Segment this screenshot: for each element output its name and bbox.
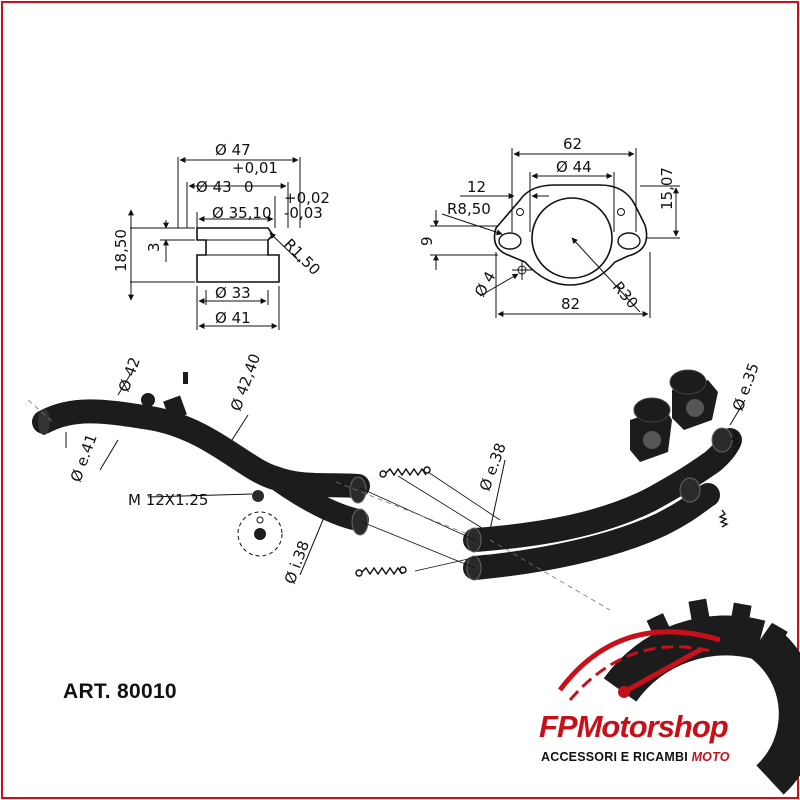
- header-collar-left: [633, 397, 671, 423]
- logo-tagline-accent: MOTO: [691, 750, 730, 764]
- link-pipe-left: [32, 399, 370, 498]
- dim-pipe-e41: Ø e.41: [67, 432, 101, 485]
- dim-dia-4: Ø 4: [471, 268, 500, 300]
- spring-right-lower: [718, 509, 729, 528]
- flange-bolt-hole-right: [617, 232, 641, 250]
- flange-plate-outline: [493, 184, 648, 286]
- dim-tol-plus: +0,01: [232, 159, 278, 177]
- dim-15-07: 15,07: [658, 167, 676, 210]
- dim-pipe-i38: Ø i.38: [281, 538, 313, 586]
- dim-height-3: 3: [145, 242, 163, 252]
- dim-r1-50: R1,50: [280, 235, 324, 279]
- logo-brand: FPMotorshop: [539, 709, 729, 744]
- dim-width-62: 62: [563, 135, 582, 153]
- dim-pipe-dia-42: Ø 42: [115, 355, 144, 395]
- flange-bolt-hole-left: [498, 232, 522, 250]
- dim-tol-plus-2: +0,02: [284, 189, 330, 207]
- dim-12: 12: [467, 178, 486, 196]
- dim-pipe-dia-42-40: Ø 42,40: [227, 351, 264, 413]
- dim-thread-m12: M 12X1.25: [128, 491, 208, 509]
- article-number: ART. 80010: [63, 680, 177, 703]
- header-flange-left: [630, 408, 672, 462]
- dim-9: 9: [418, 236, 436, 246]
- dim-tol-minus: -0,03: [284, 204, 323, 222]
- dim-tol-zero: 0: [244, 178, 254, 196]
- logo-speedometer-icon: [558, 629, 721, 701]
- exhaust-assembly: [27, 369, 746, 611]
- spring-top: [379, 466, 431, 478]
- flange-plate-drawing: [430, 148, 680, 318]
- nut-icon: [254, 528, 266, 540]
- dim-r8-50: R8,50: [447, 200, 491, 218]
- dim-width-82: 82: [561, 295, 580, 313]
- logo-tagline: ACCESSORI E RICAMBI MOTO: [541, 750, 730, 764]
- detail-circle: [237, 511, 283, 557]
- header-pipe-lower: [463, 483, 720, 580]
- dim-pipe-e35: Ø e.35: [729, 361, 763, 414]
- dim-pipe-e38: Ø e.38: [476, 441, 510, 494]
- sensor-bolt: [183, 372, 188, 384]
- dim-dia-47: Ø 47: [215, 141, 251, 159]
- header-collar-right: [669, 369, 707, 395]
- dim-dia-44: Ø 44: [556, 158, 592, 176]
- sensor-boss: [163, 395, 187, 421]
- sensor-plug: [141, 393, 155, 407]
- dim-dia-43: Ø 43: [196, 178, 232, 196]
- dim-dia-41: Ø 41: [215, 309, 251, 327]
- dim-dia-33: Ø 33: [215, 284, 251, 302]
- dim-height-18-50: 18,50: [112, 229, 130, 272]
- pipe-inlet-end: [38, 409, 50, 435]
- spring-right-upper: [730, 431, 741, 450]
- flange-center-bore: [531, 197, 613, 279]
- spring-bottom: [355, 566, 407, 577]
- dim-dia-35-10: Ø 35,10: [212, 204, 272, 222]
- logo-tagline-text: ACCESSORI E RICAMBI: [541, 750, 688, 764]
- flange-profile-drawing: [128, 157, 301, 330]
